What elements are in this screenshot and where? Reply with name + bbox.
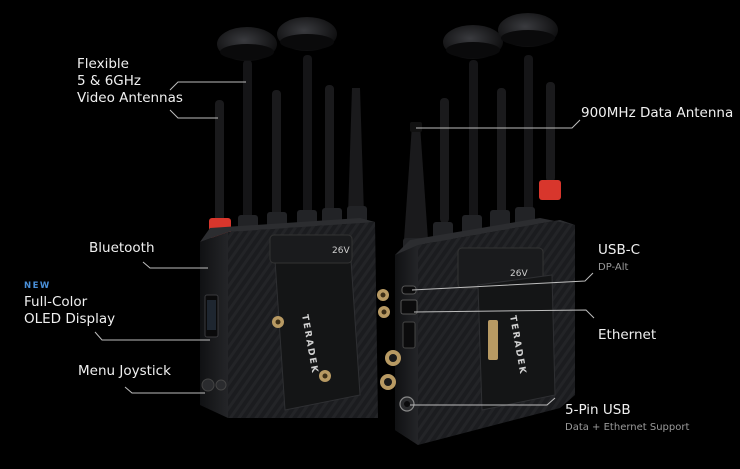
video-antenna-right-device-2 bbox=[498, 13, 558, 220]
five-pin-usb-callout: 5-Pin USB bbox=[565, 402, 631, 418]
ethernet-port bbox=[400, 299, 418, 315]
menu-joystick[interactable] bbox=[201, 378, 215, 392]
receiver-rear-view: 26V TERADEK bbox=[380, 13, 575, 445]
menu-joystick-callout: Menu Joystick bbox=[78, 363, 171, 379]
oled-line-2: OLED Display bbox=[24, 311, 116, 327]
stub-antenna bbox=[546, 82, 555, 182]
stub-antenna bbox=[348, 88, 364, 215]
usbc-subtitle: DP-Alt bbox=[598, 262, 629, 273]
stub-antenna bbox=[215, 100, 224, 225]
callout-lines bbox=[94, 81, 595, 406]
receiver-front-view: 26V TERADEK bbox=[200, 17, 390, 418]
stub-antenna bbox=[497, 88, 506, 218]
stub-antenna bbox=[440, 98, 449, 223]
data-antenna-callout: 900MHz Data Antenna bbox=[581, 105, 734, 121]
video-antenna-left-device-2 bbox=[277, 17, 337, 220]
video-antennas-callout: Flexible 5 & 6GHz Video Antennas bbox=[77, 56, 183, 107]
battery-voltage-label-rear: 26V bbox=[510, 269, 528, 279]
usbc-callout: USB-C bbox=[598, 242, 641, 258]
video-antenna-right-device bbox=[443, 25, 503, 220]
oled-line-1: Full-Color bbox=[24, 294, 88, 310]
video-antennas-line-2: 5 & 6GHz bbox=[77, 73, 141, 89]
bluetooth-callout: Bluetooth bbox=[89, 240, 155, 256]
video-antennas-line-1: Flexible bbox=[77, 56, 129, 72]
data-antenna bbox=[404, 125, 428, 240]
video-antennas-line-3: Video Antennas bbox=[77, 90, 183, 106]
stub-antenna bbox=[272, 90, 281, 220]
video-antenna-left-device bbox=[217, 27, 277, 220]
ethernet-callout: Ethernet bbox=[598, 327, 657, 343]
five-pin-usb-subtitle: Data + Ethernet Support bbox=[565, 422, 690, 433]
battery-voltage-label: 26V bbox=[332, 246, 350, 256]
oled-display-callout: Full-Color OLED Display bbox=[24, 294, 115, 328]
new-badge: NEW bbox=[24, 281, 51, 291]
stub-antenna bbox=[325, 85, 334, 215]
